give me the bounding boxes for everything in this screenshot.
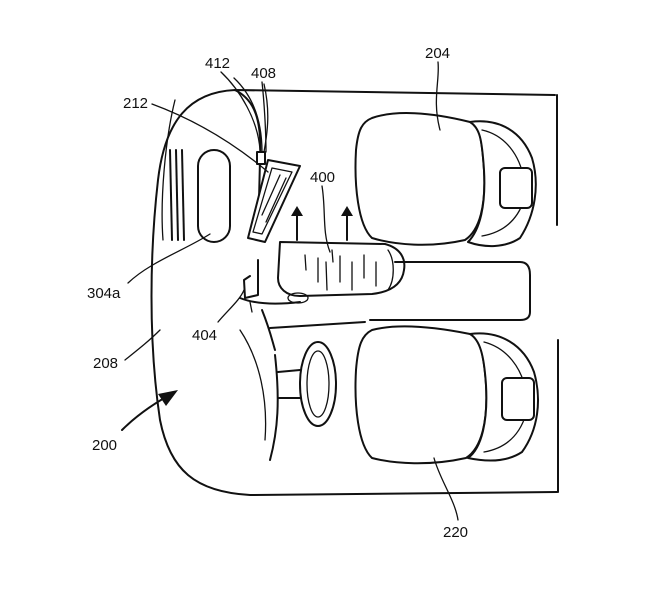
passenger-seat-204 bbox=[354, 112, 537, 248]
numeral-208: 208 bbox=[93, 355, 118, 372]
numeral-304a: 304a bbox=[87, 285, 121, 302]
driver-dash bbox=[239, 329, 279, 461]
leader-212 bbox=[151, 103, 269, 173]
leader-412 bbox=[220, 71, 261, 151]
display-304a bbox=[197, 149, 231, 243]
side-vent bbox=[169, 149, 185, 241]
numeral-400: 400 bbox=[310, 169, 335, 186]
driver-seat-220 bbox=[354, 325, 539, 465]
housing-404 bbox=[239, 259, 309, 313]
leader-204 bbox=[435, 61, 441, 131]
leader-304a bbox=[127, 233, 211, 284]
leader-220 bbox=[433, 457, 459, 521]
leader-208 bbox=[124, 329, 161, 361]
deploy-arrows bbox=[291, 206, 353, 241]
numeral-220: 220 bbox=[443, 524, 468, 541]
leader-408 bbox=[261, 81, 267, 153]
numeral-212: 212 bbox=[123, 95, 148, 112]
leader-lines bbox=[121, 61, 459, 521]
numeral-412: 412 bbox=[205, 55, 230, 72]
wires bbox=[233, 77, 269, 153]
leader-400 bbox=[321, 185, 331, 253]
numeral-200: 200 bbox=[92, 437, 117, 454]
arrowhead-200 bbox=[158, 390, 178, 406]
component-212 bbox=[247, 151, 301, 243]
steering-wheel bbox=[277, 341, 337, 427]
center-console bbox=[261, 261, 531, 351]
numeral-404: 404 bbox=[192, 327, 217, 344]
airbag-texture bbox=[304, 249, 377, 291]
numeral-204: 204 bbox=[425, 45, 450, 62]
vehicle-body bbox=[150, 89, 559, 496]
leader-404 bbox=[217, 289, 245, 323]
reference-numerals: 412 408 204 212 400 304a 404 208 200 220 bbox=[87, 45, 468, 541]
numeral-408: 408 bbox=[251, 65, 276, 82]
airbag-400 bbox=[277, 206, 406, 297]
